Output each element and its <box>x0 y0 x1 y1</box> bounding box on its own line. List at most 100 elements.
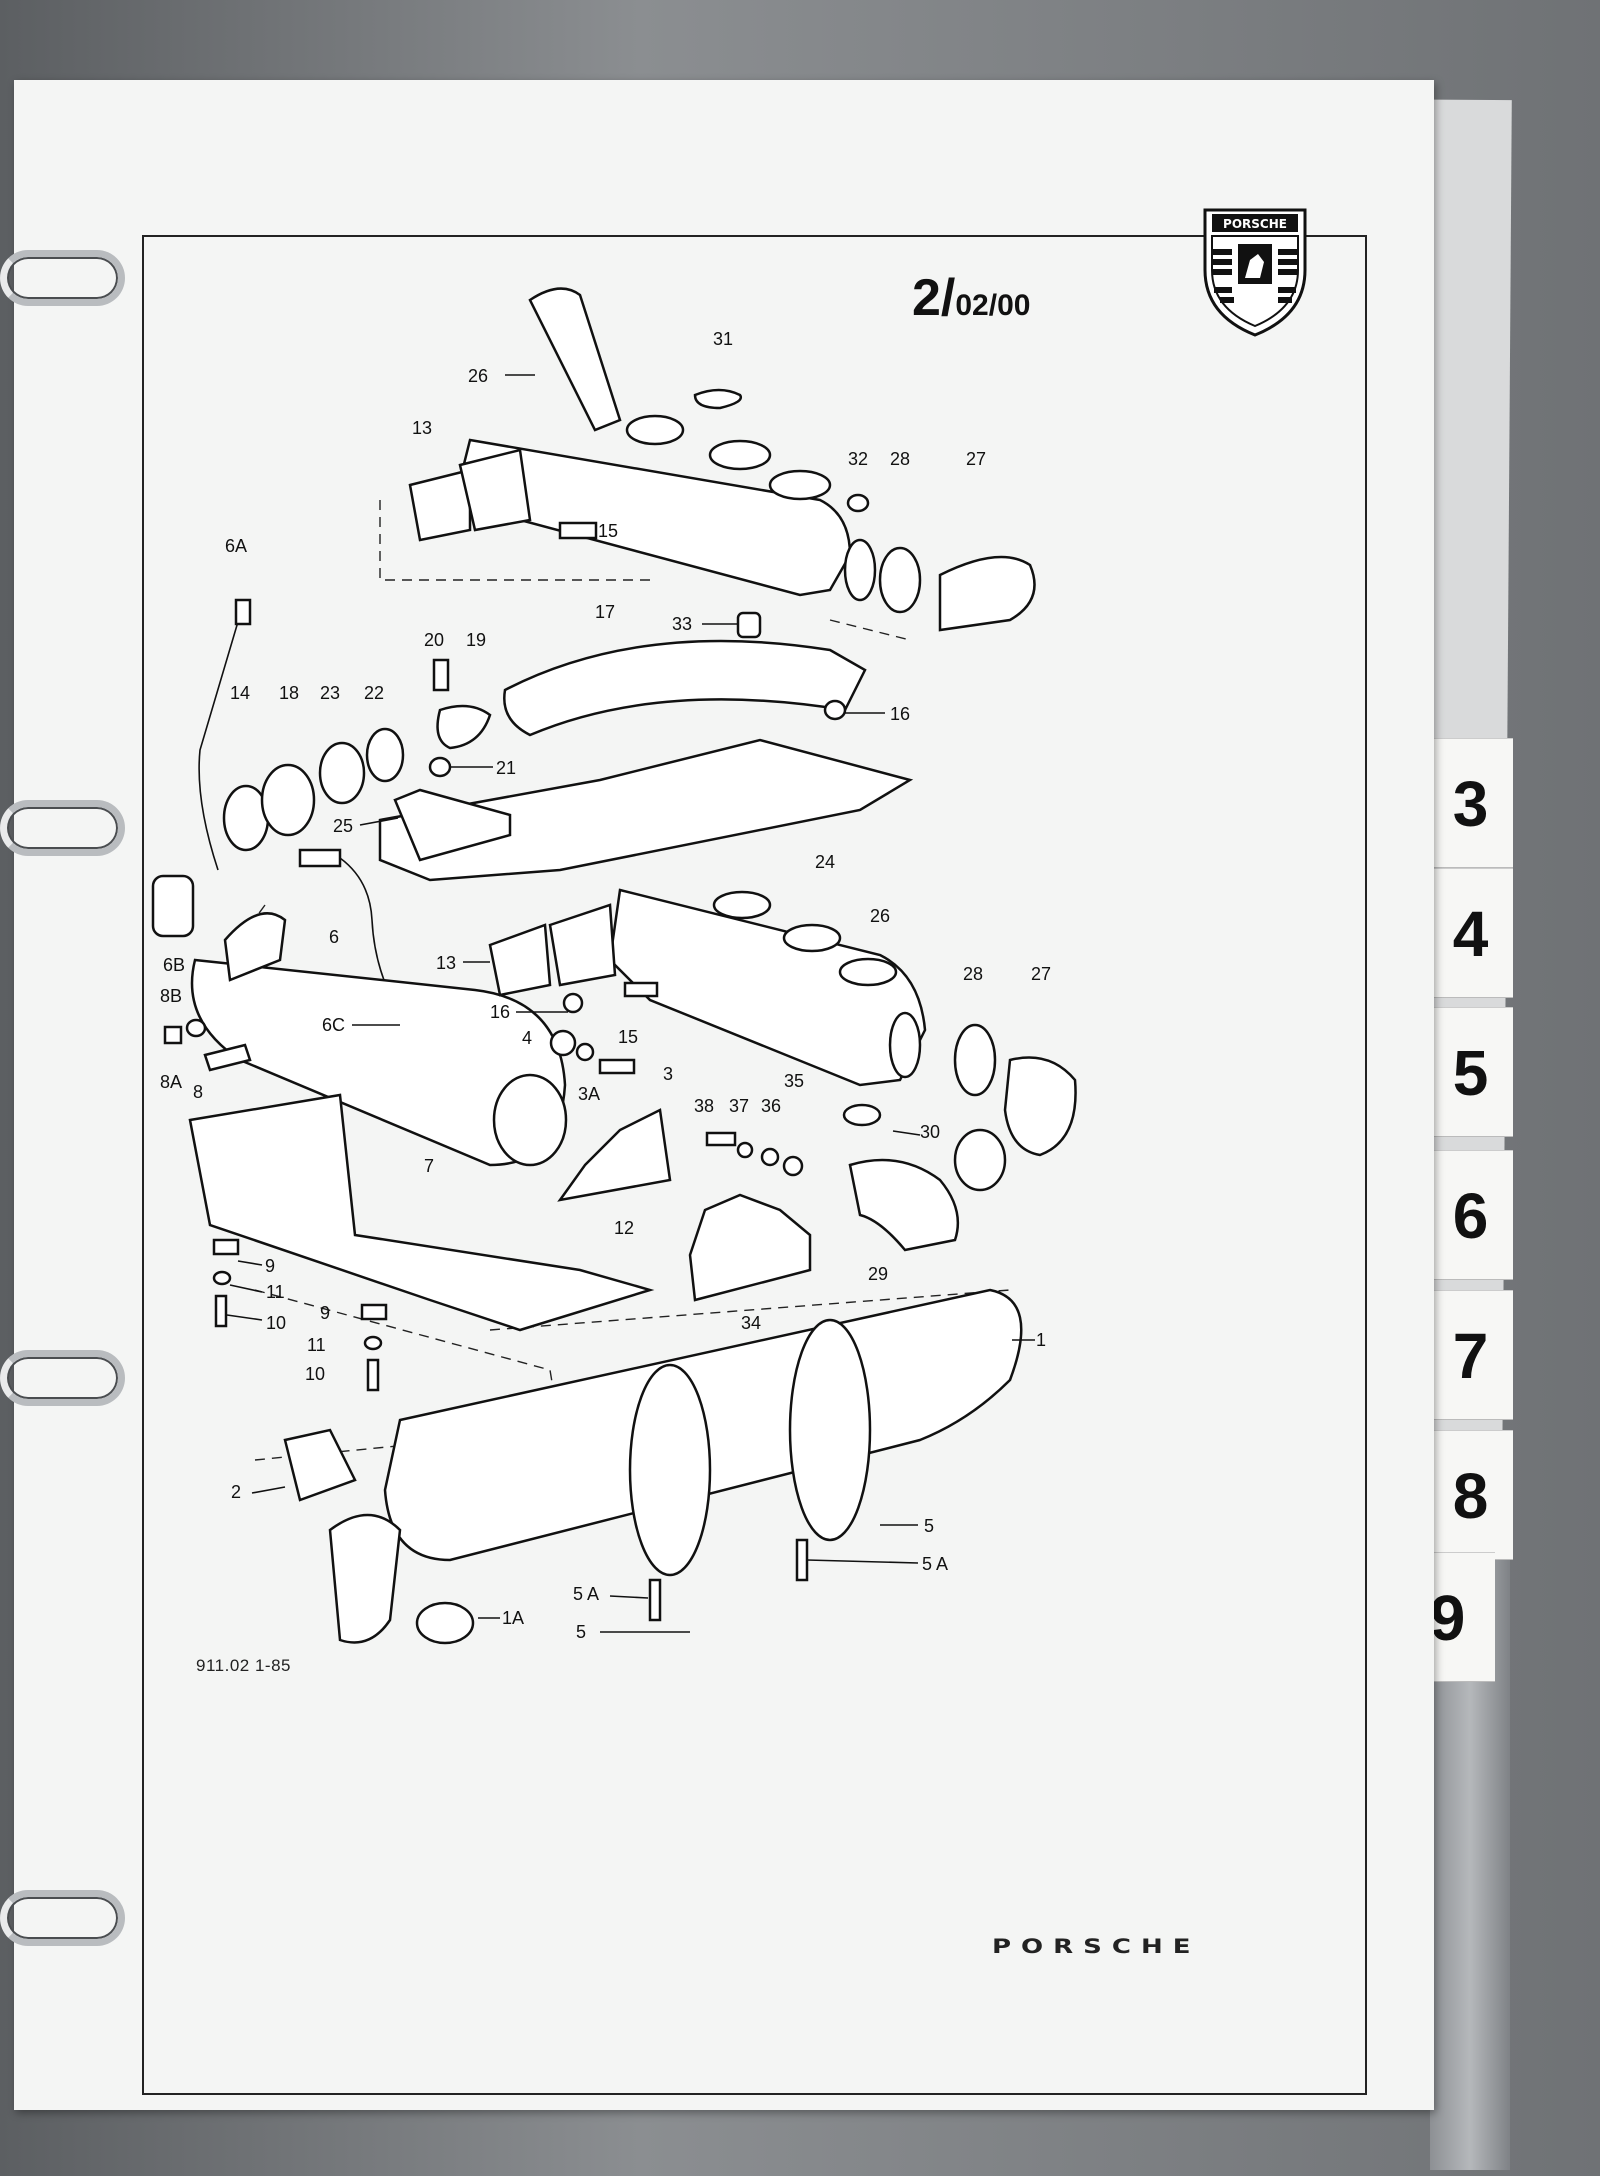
bolt-10a <box>214 1294 228 1328</box>
callout-31: 31 <box>713 329 733 349</box>
callout-10: 10 <box>305 1364 325 1384</box>
page-number-sub: 02/00 <box>955 289 1031 322</box>
callout-12: 12 <box>614 1218 634 1238</box>
callout-8: 8 <box>193 1082 203 1102</box>
callout-3: 3 <box>663 1064 673 1084</box>
callout-5: 5 <box>924 1516 934 1536</box>
strap-5-left <box>628 1363 712 1577</box>
bolt-5A-left <box>648 1578 662 1622</box>
nut-21 <box>428 756 452 778</box>
callout-22: 22 <box>364 683 384 703</box>
callout-16: 16 <box>490 1002 510 1022</box>
bolt-15-lower <box>623 981 659 998</box>
bolt-38 <box>705 1131 737 1147</box>
callout-6A: 6A <box>225 536 247 556</box>
callout-21: 21 <box>496 758 516 778</box>
bushing-33 <box>736 611 762 639</box>
sensor-boot-6B <box>151 874 195 938</box>
bolt-20 <box>432 658 450 692</box>
sensor-connector-6C <box>298 848 342 868</box>
clip-9a <box>212 1238 240 1256</box>
index-tab-label: 8 <box>1452 1460 1489 1532</box>
elbow-hose-27-lower <box>1003 1056 1077 1157</box>
ring-23 <box>318 741 366 805</box>
index-tab-4[interactable]: 4 <box>1428 868 1513 998</box>
callout-24: 24 <box>815 852 835 872</box>
callout-15: 15 <box>618 1027 638 1047</box>
elbow-pipe-29 <box>848 1158 960 1252</box>
heat-exchanger-lower <box>488 888 927 1087</box>
converter-outlet-flange <box>492 1073 568 1167</box>
callout-6C: 6C <box>322 1015 345 1035</box>
callout-28: 28 <box>963 964 983 984</box>
bracket-34 <box>688 1193 812 1302</box>
callout-13: 13 <box>412 418 432 438</box>
clip-9b <box>360 1303 388 1321</box>
callout-15: 15 <box>598 521 618 541</box>
callout-9: 9 <box>320 1303 330 1323</box>
binder-ring <box>0 1890 125 1946</box>
page-number-main: 2/ <box>912 269 956 327</box>
bracket-12 <box>557 1108 672 1202</box>
callout-6: 6 <box>329 927 339 947</box>
clamp-19 <box>436 704 492 750</box>
bolt-8A <box>163 1025 183 1045</box>
index-tab-label: 7 <box>1452 1320 1489 1392</box>
nut-32 <box>846 493 870 513</box>
callout-9: 9 <box>265 1256 275 1276</box>
index-tab-label: 6 <box>1452 1180 1489 1252</box>
callout-4: 4 <box>522 1028 532 1048</box>
callout-27: 27 <box>1031 964 1051 984</box>
clamp-30-upper <box>842 1103 882 1127</box>
callout-29: 29 <box>868 1264 888 1284</box>
callout-23: 23 <box>320 683 340 703</box>
callout-8B: 8B <box>160 986 182 1006</box>
flange-18 <box>260 763 316 837</box>
callout-11: 11 <box>307 1335 326 1355</box>
index-tab-8[interactable]: 8 <box>1428 1430 1513 1560</box>
index-tab-3[interactable]: 3 <box>1428 738 1513 868</box>
callout-1A: 1A <box>502 1608 524 1628</box>
clamp-30 <box>953 1128 1007 1192</box>
callout-labels: 26 31 13 32 28 27 15 6A 17 33 20 19 14 1… <box>160 329 1051 1642</box>
washer-11b <box>363 1335 383 1351</box>
callout-37: 37 <box>729 1096 749 1116</box>
page-number: 2/02/00 <box>912 268 1030 328</box>
strap-5-right <box>788 1318 872 1542</box>
index-tab-label: 3 <box>1452 768 1489 840</box>
heat-shield-7 <box>188 1093 655 1332</box>
converter-inlet <box>223 912 287 982</box>
bolt-10b <box>366 1358 380 1392</box>
crest-text: PORSCHE <box>1223 217 1287 231</box>
callout-35: 35 <box>784 1071 804 1091</box>
bolt-3 <box>598 1058 636 1075</box>
sensor-8 <box>203 1043 252 1072</box>
sensor-connector-6A <box>234 598 252 626</box>
callout-28: 28 <box>890 449 910 469</box>
callout-27: 27 <box>966 449 986 469</box>
page-frame <box>142 235 1367 2095</box>
callout-6B: 6B <box>163 955 185 975</box>
binder-ring <box>0 800 125 856</box>
elbow-hose-27-upper <box>938 555 1036 632</box>
washer-8B <box>185 1018 207 1038</box>
callout-20: 20 <box>424 630 444 650</box>
index-tab-5[interactable]: 5 <box>1428 1007 1513 1137</box>
binder-ring <box>0 250 125 306</box>
callout-36: 36 <box>761 1096 781 1116</box>
index-tab-7[interactable]: 7 <box>1428 1290 1513 1420</box>
callout-5A: 5 A <box>573 1584 599 1604</box>
callout-16: 16 <box>890 704 910 724</box>
index-tab-label: 4 <box>1452 898 1489 970</box>
nut-16-lower <box>562 992 584 1014</box>
heat-exchanger-upper <box>408 287 877 602</box>
oxygen-sensor-lead <box>198 614 241 871</box>
bracket-25 <box>393 788 512 862</box>
callout-32: 32 <box>848 449 868 469</box>
nut-35 <box>782 1155 804 1177</box>
index-tab-6[interactable]: 6 <box>1428 1150 1513 1280</box>
washer-3A <box>575 1042 595 1062</box>
heat-shield-24 <box>378 738 914 882</box>
hose-clamp-28-lower <box>953 1023 997 1097</box>
callout-8A: 8A <box>160 1072 182 1092</box>
